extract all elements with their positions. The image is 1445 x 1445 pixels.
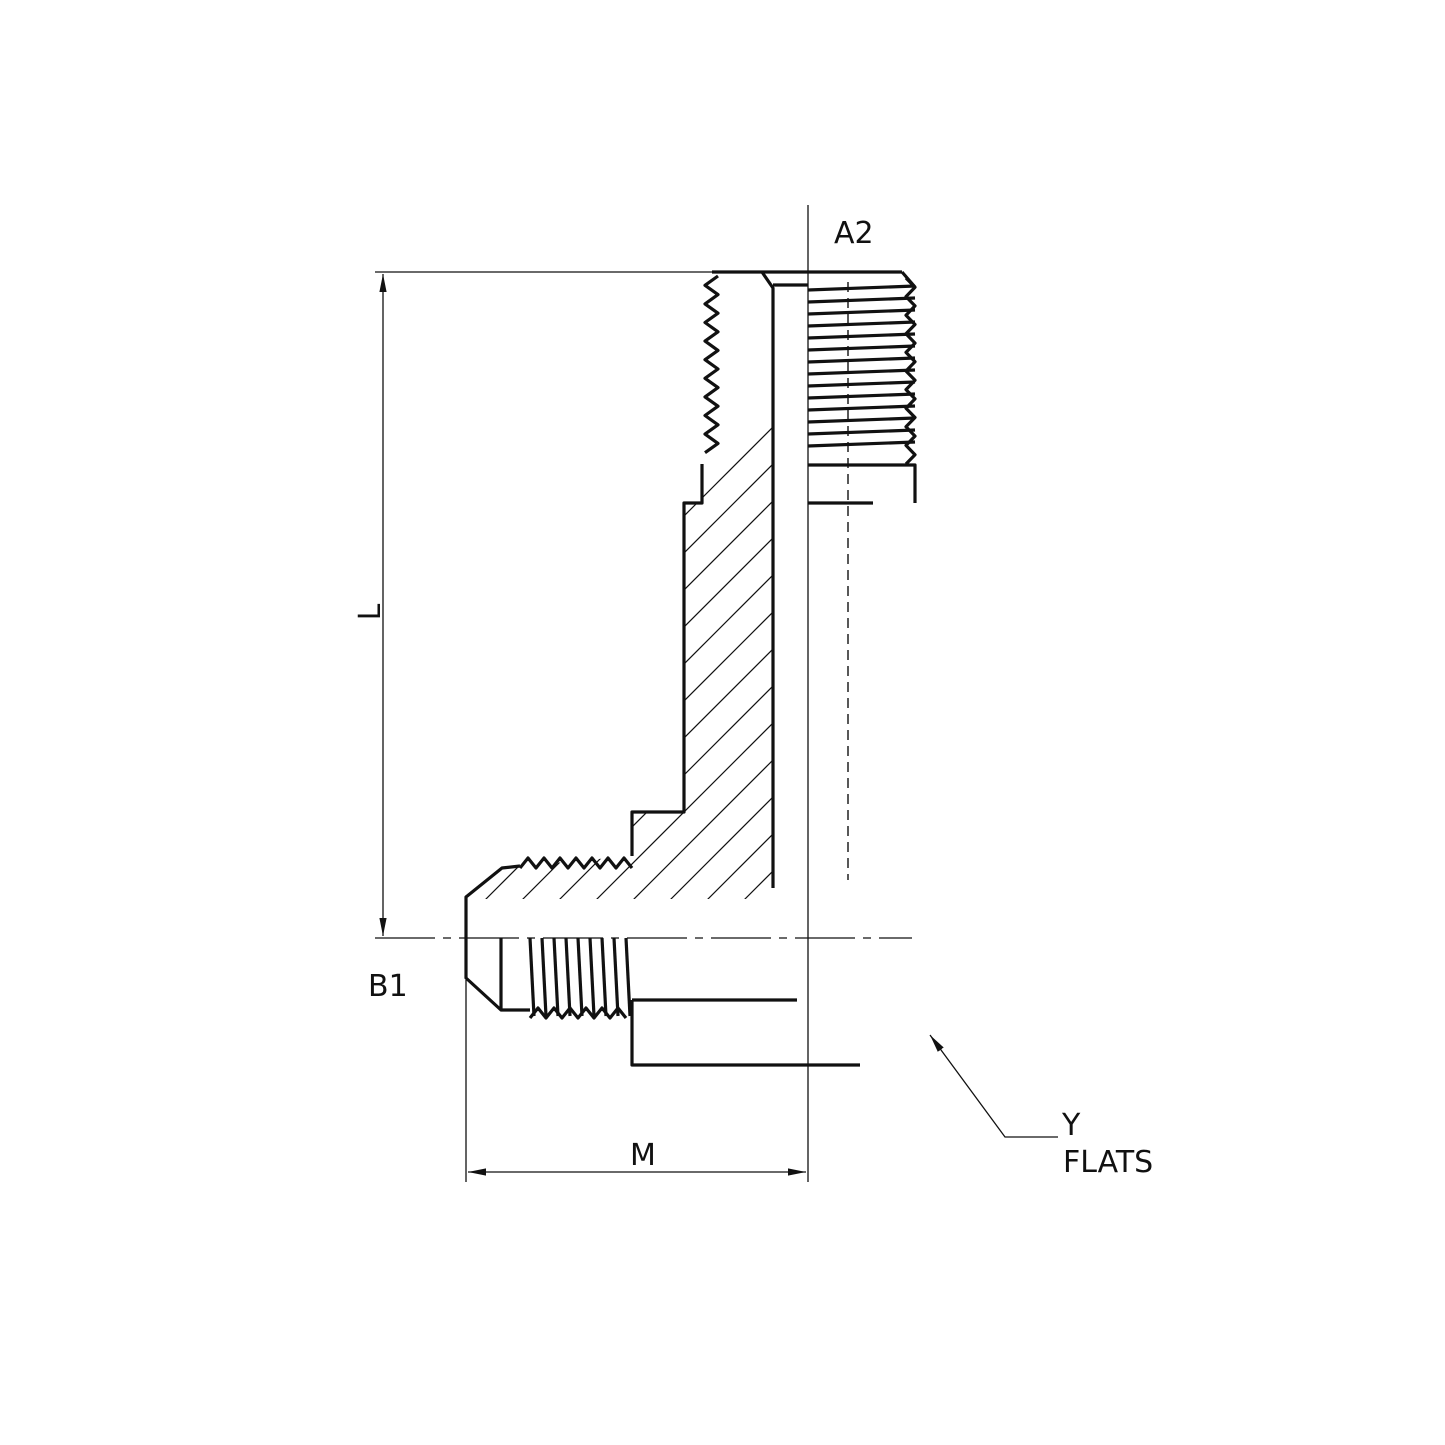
- hatch-line: [470, 275, 773, 899]
- hatch-line: [470, 275, 773, 899]
- label-y: Y: [1061, 1108, 1081, 1143]
- thread-crest-line: [807, 380, 916, 388]
- hatch-line: [569, 275, 773, 899]
- fitting-outline: [464, 270, 917, 1067]
- hatch-line: [470, 275, 773, 899]
- hatch-line: [1088, 200, 1445, 1000]
- thread-crest-line: [807, 368, 916, 376]
- thread-crest-line: [807, 440, 916, 448]
- leader-line-flats: [929, 1034, 1058, 1138]
- hatch-line: [903, 200, 1445, 1000]
- hatch-line: [940, 200, 1445, 1000]
- hatch-line: [1162, 200, 1445, 1000]
- thread-crest-line: [807, 404, 916, 412]
- hatch-line: [470, 275, 773, 899]
- thread-crest-line: [576, 937, 584, 1017]
- hatch-line: [1125, 200, 1445, 1000]
- hatch-line: [792, 200, 1445, 1000]
- thread-crest-line: [564, 937, 572, 1017]
- hatch-line: [866, 200, 1445, 1000]
- thread-crest-line: [807, 416, 916, 424]
- hatch-line: [829, 200, 1445, 1000]
- label-b1: B1: [368, 969, 408, 1004]
- thread-crest-line: [807, 296, 916, 304]
- label-flats: FLATS: [1063, 1145, 1153, 1180]
- hatch-line: [532, 275, 773, 899]
- thread-crest-line: [624, 937, 632, 1017]
- thread-crest-line: [807, 392, 916, 400]
- section-hatching: [470, 200, 1445, 1000]
- thread-crest-line: [807, 284, 916, 292]
- thread-top-horizontal: [518, 856, 634, 870]
- thread-crest-line: [807, 308, 916, 316]
- hatch-line: [1014, 200, 1445, 1000]
- hatch-line: [470, 275, 773, 899]
- thread-crest-line: [540, 937, 548, 1017]
- label-m: M: [630, 1138, 656, 1173]
- thread-crest-line: [807, 356, 916, 364]
- hatch-line: [470, 275, 773, 899]
- hatch-line: [717, 275, 773, 899]
- hatch-line: [754, 275, 773, 899]
- thread-bottom-horizontal: [528, 1006, 628, 1020]
- label-l: L: [353, 603, 388, 620]
- thread-crest-line: [552, 937, 560, 1017]
- thread-crest-line: [588, 937, 596, 1017]
- thread-profiles: [518, 274, 917, 1020]
- hatch-line: [1199, 200, 1445, 1000]
- thread-right-vertical: [904, 276, 917, 466]
- thread-crest-line: [807, 332, 916, 340]
- hatch-line: [470, 275, 773, 899]
- hatch-line: [606, 275, 773, 899]
- hatch-line: [643, 275, 773, 899]
- hatch-line: [470, 275, 773, 899]
- thread-crest-line: [807, 428, 916, 436]
- thread-crest-line: [807, 320, 916, 328]
- hatch-line: [1051, 200, 1445, 1000]
- thread-crest-line: [807, 344, 916, 352]
- hatch-line: [977, 200, 1445, 1000]
- thread-crest-line: [528, 937, 536, 1017]
- thread-crest-line: [600, 937, 608, 1017]
- thread-crest-line: [612, 937, 620, 1017]
- hatch-line: [680, 275, 773, 899]
- thread-left-vertical: [703, 274, 720, 455]
- hatch-line: [495, 275, 773, 899]
- label-a2: A2: [834, 216, 874, 251]
